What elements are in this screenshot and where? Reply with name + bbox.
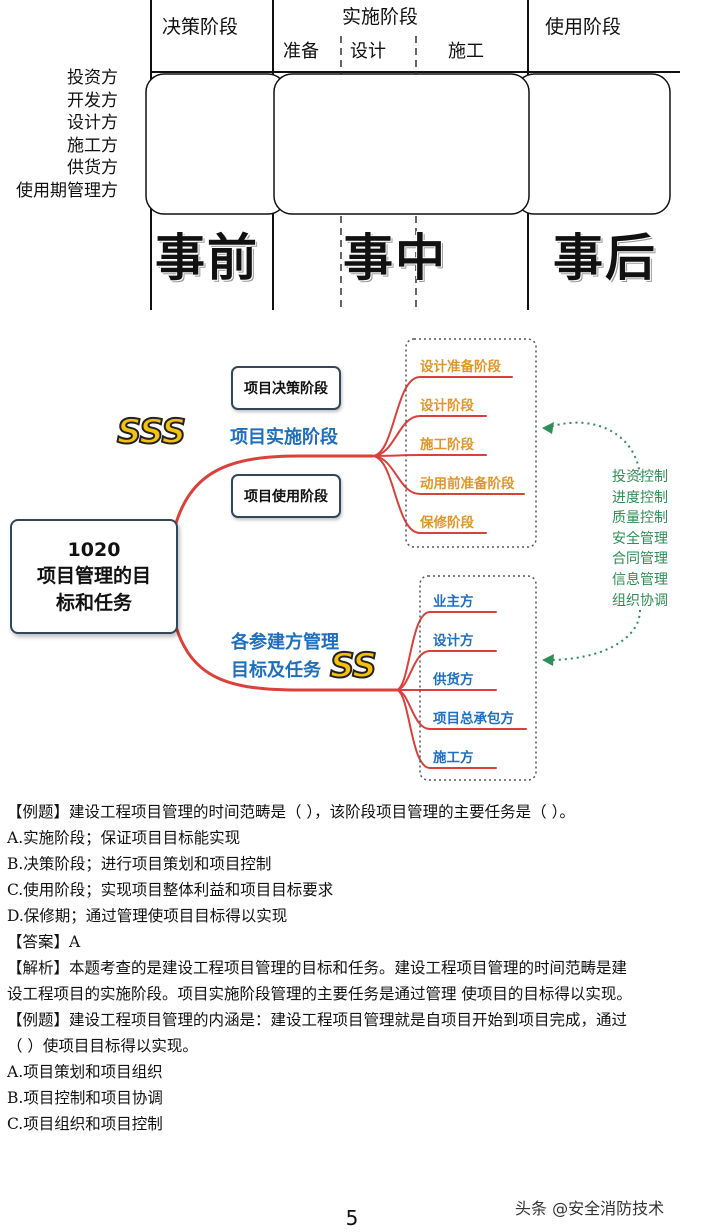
party-investor: 投资方 [67,68,118,88]
label-during: 事中 [343,228,447,287]
sub-header-prep: 准备 [283,41,319,62]
mind-map-root: 1020 项目管理的目 标和任务 [10,519,178,634]
party-supplier: 供货方 [67,158,118,178]
control-list: 投资控制 进度控制 质量控制 安全管理 合同管理 信息管理 组织协调 [612,467,668,611]
label-before: 事前 [155,228,259,287]
party-leaf-contractor: 施工方 [433,750,474,766]
party-contractor: 施工方 [67,135,118,156]
root-number: 1020 [67,538,121,561]
decision-phase-header: 决策阶段 [162,16,239,38]
mind-map-branches [172,338,641,781]
stage-use-box: 项目使用阶段 [231,474,341,518]
control-item: 进度控制 [612,489,668,506]
impl-badge: SSS [116,411,187,453]
control-item: 合同管理 [612,551,668,568]
control-item: 质量控制 [612,510,668,527]
watermark: 头条 @安全消防技术 [515,1199,665,1218]
root-title-line1: 项目管理的目 [36,564,151,587]
q2-option-a: A.项目策划和项目组织 [7,1063,163,1081]
impl-leaf-design: 设计阶段 [420,398,474,414]
party-designer: 设计方 [67,113,118,133]
sub-header-design: 设计 [350,41,386,62]
party-leaf-designer: 设计方 [433,633,474,649]
control-item: 信息管理 [612,571,668,588]
root-title-line2: 标和任务 [55,591,132,614]
q2-option-c: C.项目组织和项目控制 [7,1115,163,1133]
control-item: 安全管理 [612,530,668,547]
parties-badge: SS [329,645,378,687]
impl-leaf-construction: 施工阶段 [420,437,474,453]
q1-stem: 【例题】建设工程项目管理的时间范畴是（ ），该阶段项目管理的主要任务是（ ）。 [7,803,575,821]
q1-answer: 【答案】A [7,933,81,951]
implementation-phase-header: 实施阶段 [342,6,419,28]
page-number: 5 [345,1206,359,1230]
control-item: 组织协调 [612,592,668,609]
control-item: 投资控制 [612,469,668,485]
impl-branch-label: 项目实施阶段 [230,427,338,448]
q1-option-c: C.使用阶段；实现项目整体利益和项目目标要求 [7,881,334,899]
impl-leaf-warranty: 保修阶段 [420,515,474,531]
party-leaf-owner: 业主方 [433,594,474,610]
q1-option-d: D.保修期；通过管理使项目目标得以实现 [7,907,288,925]
label-after: 事后 [553,228,657,287]
q1-analysis-line1: 【解析】本题考查的是建设工程项目管理的目标和任务。建设工程项目管理的时间范畴是建 [7,959,628,977]
q2-stem-line2: （ ）使项目目标得以实现。 [7,1037,198,1055]
stage-decision-box: 项目决策阶段 [231,366,341,410]
q1-option-b: B.决策阶段；进行项目策划和项目控制 [7,855,272,873]
phase-diagram-lines [145,0,680,310]
sub-header-construction: 施工 [448,41,484,62]
q2-stem-line1: 【例题】建设工程项目管理的内涵是：建设工程项目管理就是自项目开始到项目完成，通过 [7,1011,628,1029]
party-leaf-general-contractor: 项目总承包方 [433,711,514,727]
impl-leaf-pre-use: 动用前准备阶段 [420,476,515,492]
q1-analysis-line2: 设工程项目的实施阶段。项目实施阶段管理的主要任务是通过管理 使项目的目标得以实现… [7,985,632,1003]
q1-option-a: A.实施阶段；保证项目目标能实现 [7,829,241,847]
party-developer: 开发方 [67,90,118,111]
parties-branch-label-line1: 各参建方管理 [231,632,339,653]
party-leaf-supplier: 供货方 [433,672,474,688]
impl-leaf-design-prep: 设计准备阶段 [420,359,501,375]
party-operator: 使用期管理方 [16,180,118,201]
parties-branch-label-line2: 目标及任务 [231,660,321,681]
use-phase-header: 使用阶段 [545,16,622,38]
q2-option-b: B.项目控制和项目协调 [7,1089,163,1107]
